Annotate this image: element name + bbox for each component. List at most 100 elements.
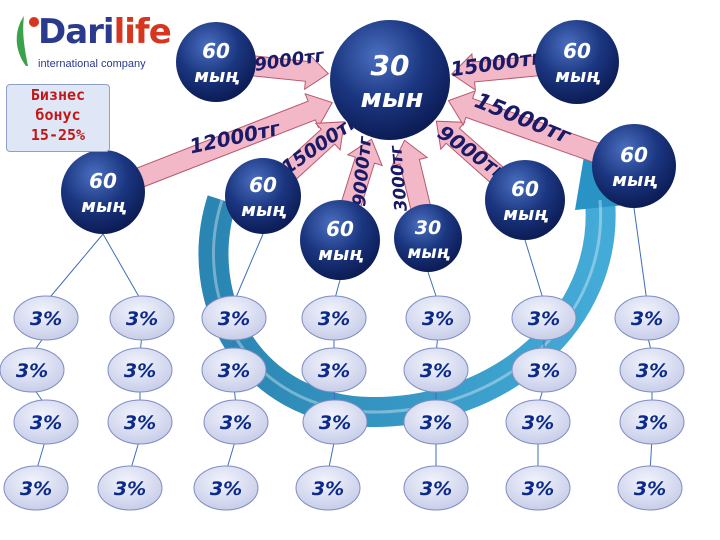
percent-bubble [619,399,685,445]
percent-bubble [295,465,361,511]
node-value: 60 [620,143,648,167]
percent-label: 3% [218,308,250,330]
arrow-mid-right [435,120,506,185]
percent-bubble [505,399,571,445]
connector-line [233,233,264,303]
percent-label: 3% [422,308,454,330]
percent-bubble [13,295,79,341]
percent-label: 3% [124,412,156,434]
node-unit: мың [612,170,657,191]
percent-label: 3% [420,478,452,500]
node-value: 60 [511,177,539,201]
node-value: 60 [249,173,277,197]
node-circle [394,204,462,272]
node-circle [485,160,565,240]
percent-label: 3% [30,308,62,330]
percent-bubble [193,465,259,511]
percent-label: 3% [636,360,668,382]
node-circle [535,20,619,104]
percent-label: 3% [420,412,452,434]
node-circle [225,158,301,234]
percent-label: 3% [124,360,156,382]
node-unit: мың [81,196,126,217]
arrow-far-left [134,92,333,189]
percent-label: 3% [636,412,668,434]
node-value: 60 [202,39,230,63]
percent-bubble [97,465,163,511]
center-node: 30 мын [330,20,450,140]
percent-bubble [107,399,173,445]
connector-line [633,207,648,303]
bonus-box: Бизнес бонус 15-25% [6,84,110,152]
percent-label: 3% [16,360,48,382]
node-mid-right: 60 мың [485,160,565,240]
percent-bubble [405,295,471,341]
node-value: 60 [326,217,354,241]
percent-label: 3% [420,360,452,382]
node-circle [300,200,380,280]
percent-bubble [403,347,469,393]
percent-label: 3% [114,478,146,500]
arrow-label-far-left: 12000тг [187,116,282,159]
percent-bubble [13,399,79,445]
node-unit: мың [555,66,600,87]
percent-bubble [619,347,685,393]
percent-bubble [301,295,367,341]
connector-line [524,239,545,303]
bonus-line-2: бонус [35,106,81,124]
node-circle [176,22,256,102]
percent-bubble [201,295,267,341]
percent-label: 3% [631,308,663,330]
center-node-unit: мын [361,84,424,114]
node-circle [592,124,676,208]
leaf-logo-icon [16,16,39,66]
percent-label: 3% [319,412,351,434]
arrow-far-right [447,90,603,164]
percent-label: 3% [522,478,554,500]
percent-label: 3% [318,360,350,382]
node-unit: мың [194,66,239,87]
percent-bubble [302,399,368,445]
brand-tagline: international company [38,58,146,70]
node-far-right: 60 мың [592,124,676,208]
percent-bubble [201,347,267,393]
node-unit: мың [407,243,449,263]
node-circle [61,150,145,234]
percent-bubble [511,295,577,341]
bonus-line-1: Бизнес [30,86,86,104]
arrow-mid-left [280,121,345,182]
arrow-label-mid-center: 9000тг [349,135,376,207]
percent-bubble [614,295,680,341]
percent-label: 3% [210,478,242,500]
percent-label: 3% [30,412,62,434]
arrow-mid-center [340,138,383,210]
connector-line [45,233,104,303]
percent-label: 3% [218,360,250,382]
percent-label: 3% [528,360,560,382]
node-unit: мың [503,204,548,225]
center-node-value: 30 [371,49,410,82]
percent-label: 3% [318,308,350,330]
percent-bubble [301,347,367,393]
percent-label: 3% [528,308,560,330]
percent-label: 3% [522,412,554,434]
arrow-mid-right-small [391,139,432,212]
percent-label: 3% [312,478,344,500]
percent-bubble [511,347,577,393]
percent-bubbles: 3% 3% 3% 3% 3% 3% 3% 3% 3% 3% 3% 3% 3% 3% 3% 3% 3% 3% 3% 3%… [0,295,685,511]
percent-label: 3% [220,412,252,434]
percent-bubble [107,347,173,393]
connector-line [102,233,143,303]
brand-name: Darilife [38,12,172,52]
percent-label: 3% [634,478,666,500]
node-unit: мың [318,244,363,265]
percent-bubble [505,465,571,511]
percent-label: 3% [20,478,52,500]
node-mid-center: 60 мың [300,200,380,280]
